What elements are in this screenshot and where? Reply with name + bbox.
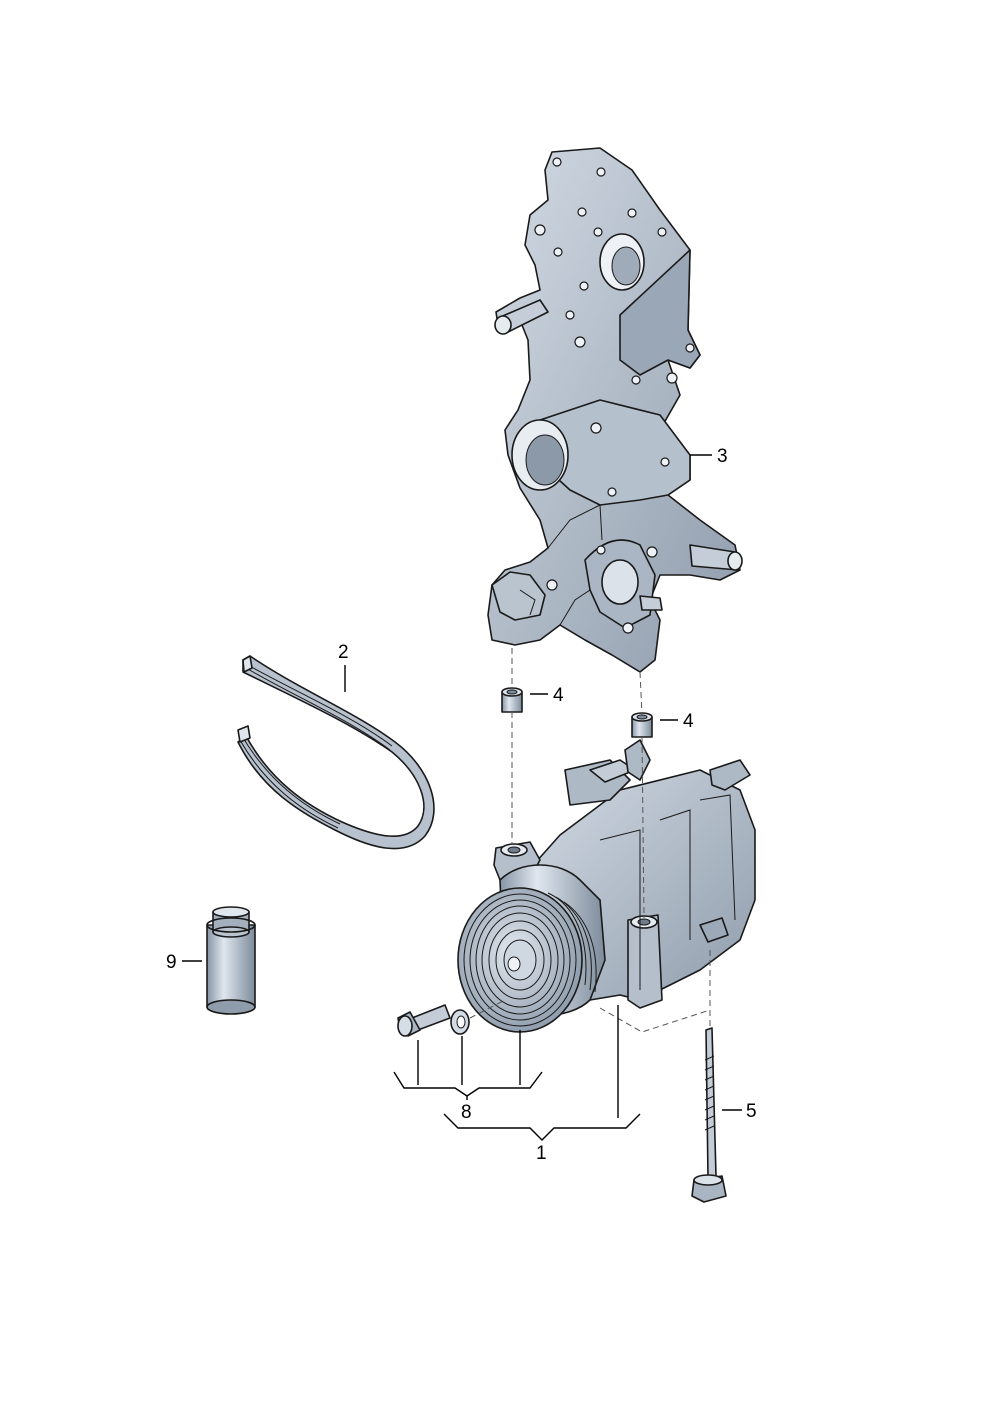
washer-icon <box>450 1009 470 1035</box>
callout-4-right: 4 <box>683 711 694 732</box>
bracket-icon <box>487 147 743 673</box>
callout-4-left: 4 <box>553 685 564 706</box>
leader-lines <box>182 454 742 1141</box>
callout-9: 9 <box>166 952 177 973</box>
oil-canister-icon <box>206 906 256 1015</box>
callout-3: 3 <box>717 446 728 467</box>
callout-labels: 2 3 4 4 5 8 1 9 <box>166 446 757 1164</box>
ac-compressor-icon <box>457 739 756 1033</box>
callout-5: 5 <box>746 1101 757 1122</box>
bushing-icon <box>501 687 523 713</box>
bushing-icon <box>631 712 653 738</box>
assembly-lines <box>469 648 711 1033</box>
ribbed-belt-icon <box>237 655 435 850</box>
callout-1: 1 <box>536 1143 547 1164</box>
short-bolt-icon <box>397 1004 451 1037</box>
long-bolt-icon <box>691 1027 727 1203</box>
callout-8: 8 <box>461 1102 472 1123</box>
callout-2: 2 <box>338 642 349 663</box>
